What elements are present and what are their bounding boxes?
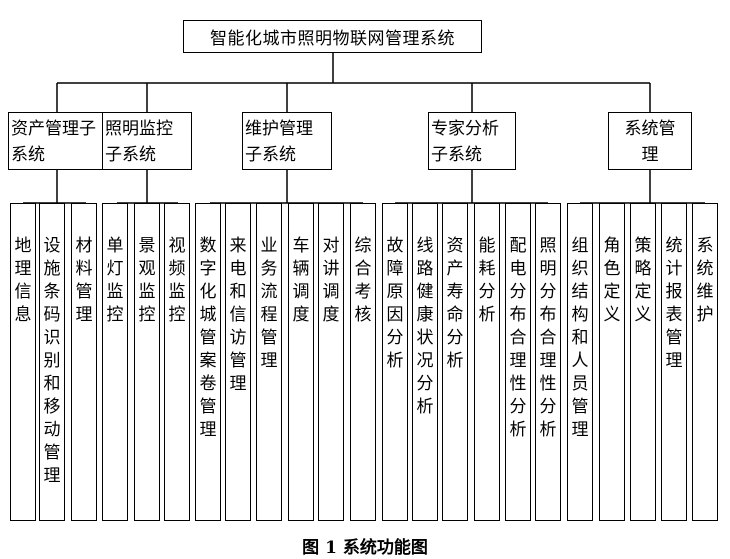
subsystem-maintenance-management: 维护管理子系统 (242, 112, 332, 170)
leaf-intercom-dispatch: 对讲调度 (318, 203, 344, 521)
leaf-line-health: 线路健康状况分析 (412, 203, 438, 521)
leaf-workflow: 业务流程管理 (256, 203, 282, 521)
subsystem-asset-management: 资产管理子系统 (8, 112, 106, 170)
leaf-gis: 地理信息 (10, 203, 36, 521)
leaf-assessment: 综合考核 (350, 203, 376, 521)
figure-caption: 图 1 系统功能图 (302, 538, 428, 558)
leaf-system-maintenance: 系统维护 (692, 203, 718, 521)
leaf-asset-lifespan: 资产寿命分析 (442, 203, 468, 521)
root-node: 智能化城市照明物联网管理系统 (183, 20, 482, 53)
leaf-statistical-reports: 统计报表管理 (661, 203, 687, 521)
leaf-video: 视频监控 (164, 203, 190, 521)
leaf-policy-definition: 策略定义 (630, 203, 656, 521)
leaf-materials: 材料管理 (71, 203, 97, 521)
leaf-power-distribution: 配电分布合理性分析 (505, 203, 531, 521)
leaf-landscape: 景观监控 (134, 203, 160, 521)
leaf-lighting-distribution: 照明分布合理性分析 (535, 203, 561, 521)
leaf-energy: 能耗分析 (474, 203, 500, 521)
subsystem-system-management: 系统管理 (608, 112, 692, 170)
leaf-calls-petitions: 来电和信访管理 (225, 203, 251, 521)
leaf-vehicle-dispatch: 车辆调度 (288, 203, 314, 521)
leaf-barcode-mobile: 设施条码识别和移动管理 (39, 203, 65, 521)
leaf-single-lamp: 单灯监控 (102, 203, 128, 521)
leaf-role-definition: 角色定义 (599, 203, 625, 521)
leaf-org-personnel: 组织结构和人员管理 (567, 203, 593, 521)
subsystem-lighting-monitoring: 照明监控子系统 (102, 112, 192, 170)
subsystem-expert-analysis: 专家分析子系统 (428, 112, 516, 170)
leaf-digital-cases: 数字化城管案卷管理 (195, 203, 221, 521)
leaf-fault-cause: 故障原因分析 (382, 203, 408, 521)
